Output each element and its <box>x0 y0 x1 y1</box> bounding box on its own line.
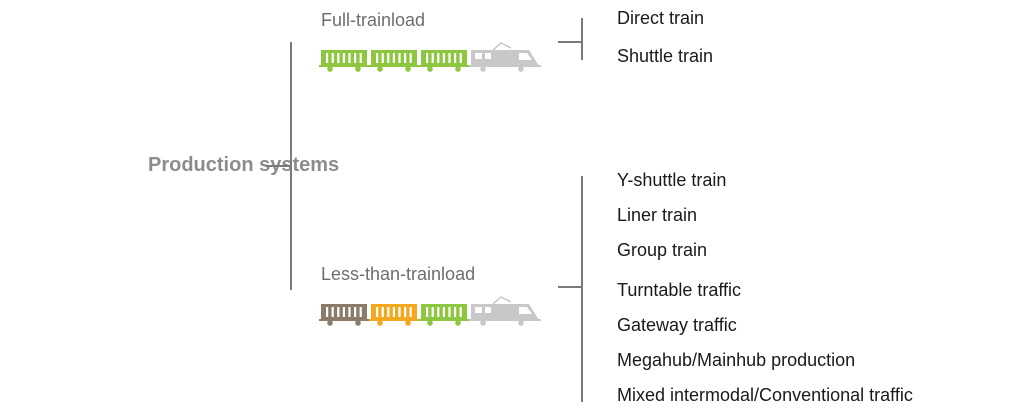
group1-bracket <box>581 18 583 60</box>
group2-connector <box>558 286 582 288</box>
leaf-mixed-intermodal-conventional-traffic: Mixed intermodal/Conventional traffic <box>617 385 913 405</box>
wagon-icon <box>369 304 419 326</box>
group-label-less-than-trainload: Less-than-trainload <box>321 264 476 284</box>
leaf-shuttle-train: Shuttle train <box>617 46 714 66</box>
wagon-icon <box>419 50 469 72</box>
wagon-icon <box>319 50 369 72</box>
root-label: Production systems <box>148 154 340 176</box>
leaf-liner-train: Liner train <box>617 205 698 225</box>
wagon-icon <box>419 304 469 326</box>
leaf-y-shuttle-train: Y-shuttle train <box>617 170 727 190</box>
leaf-group-train: Group train <box>617 240 708 260</box>
locomotive-icon <box>469 42 541 72</box>
locomotive-icon <box>469 296 541 326</box>
leaf-gateway-traffic: Gateway traffic <box>617 315 737 335</box>
leaf-turntable-traffic: Turntable traffic <box>617 280 742 300</box>
less-than-trainload-train-icon <box>319 296 541 326</box>
root-connector <box>266 165 292 167</box>
group-label-full-trainload: Full-trainload <box>321 10 426 30</box>
main-bracket <box>290 42 292 290</box>
full-trainload-train-icon <box>319 42 541 72</box>
group2-bracket <box>581 176 583 402</box>
wagon-icon <box>319 304 369 326</box>
leaf-direct-train: Direct train <box>617 8 705 28</box>
leaf-megahub-mainhub-production: Megahub/Mainhub production <box>617 350 856 370</box>
wagon-icon <box>369 50 419 72</box>
group1-connector <box>558 41 582 43</box>
